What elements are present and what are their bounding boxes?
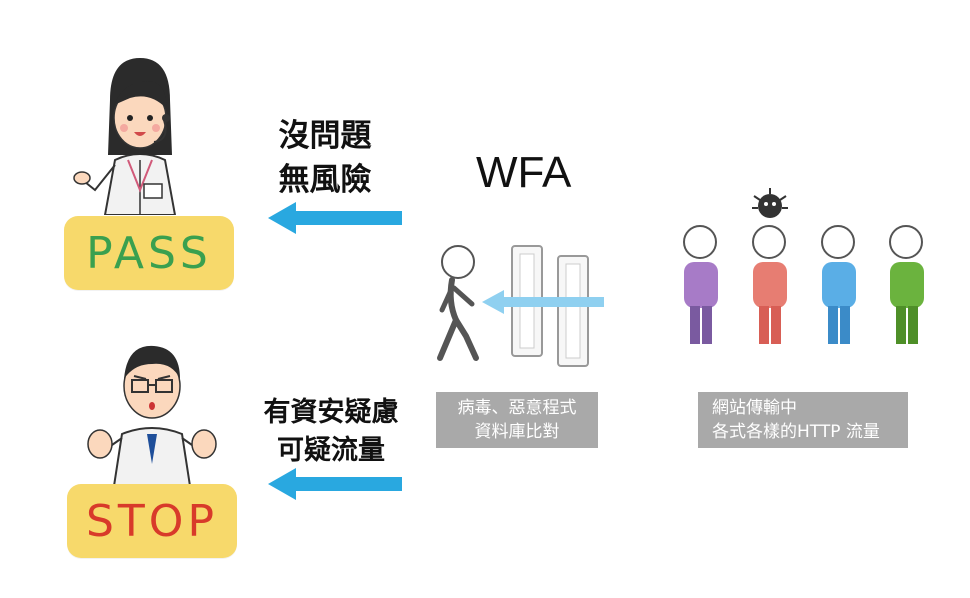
wfa-title: WFA <box>476 148 572 197</box>
person-purple-icon <box>683 225 718 344</box>
virus-icon <box>752 188 788 218</box>
stop-caption-line-1: 有資安疑慮 <box>263 397 399 428</box>
security-gate-icon <box>437 245 604 367</box>
traffic-box-line-2: 各式各樣的HTTP 流量 <box>712 422 880 442</box>
stop-caption-line-2: 可疑流量 <box>277 435 385 466</box>
database-check-box: 病毒、惡意程式 資料庫比對 <box>436 392 598 448</box>
database-box-line-2: 資料庫比對 <box>474 422 560 442</box>
walking-person-icon <box>437 245 479 361</box>
traffic-box-line-1: 網站傳輸中 <box>712 398 797 418</box>
stop-badge: STOP <box>67 484 237 558</box>
http-traffic-box: 網站傳輸中 各式各樣的HTTP 流量 <box>698 392 908 448</box>
pass-caption: 沒問題 無風險 <box>250 114 400 202</box>
stop-caption: 有資安疑慮 可疑流量 <box>256 394 406 470</box>
http-traffic-people <box>683 225 924 344</box>
pass-caption-line-1: 沒問題 <box>278 118 372 154</box>
pass-badge: PASS <box>64 216 234 290</box>
operator-woman-icon <box>73 58 177 215</box>
person-green-icon <box>889 225 924 344</box>
database-box-line-1: 病毒、惡意程式 <box>457 398 577 418</box>
stop-arrow-icon <box>268 468 402 500</box>
person-red-icon <box>752 225 787 344</box>
person-blue-icon <box>821 225 856 344</box>
pass-arrow-icon <box>268 202 402 234</box>
pass-caption-line-2: 無風險 <box>278 162 372 198</box>
stop-man-icon <box>87 345 217 486</box>
